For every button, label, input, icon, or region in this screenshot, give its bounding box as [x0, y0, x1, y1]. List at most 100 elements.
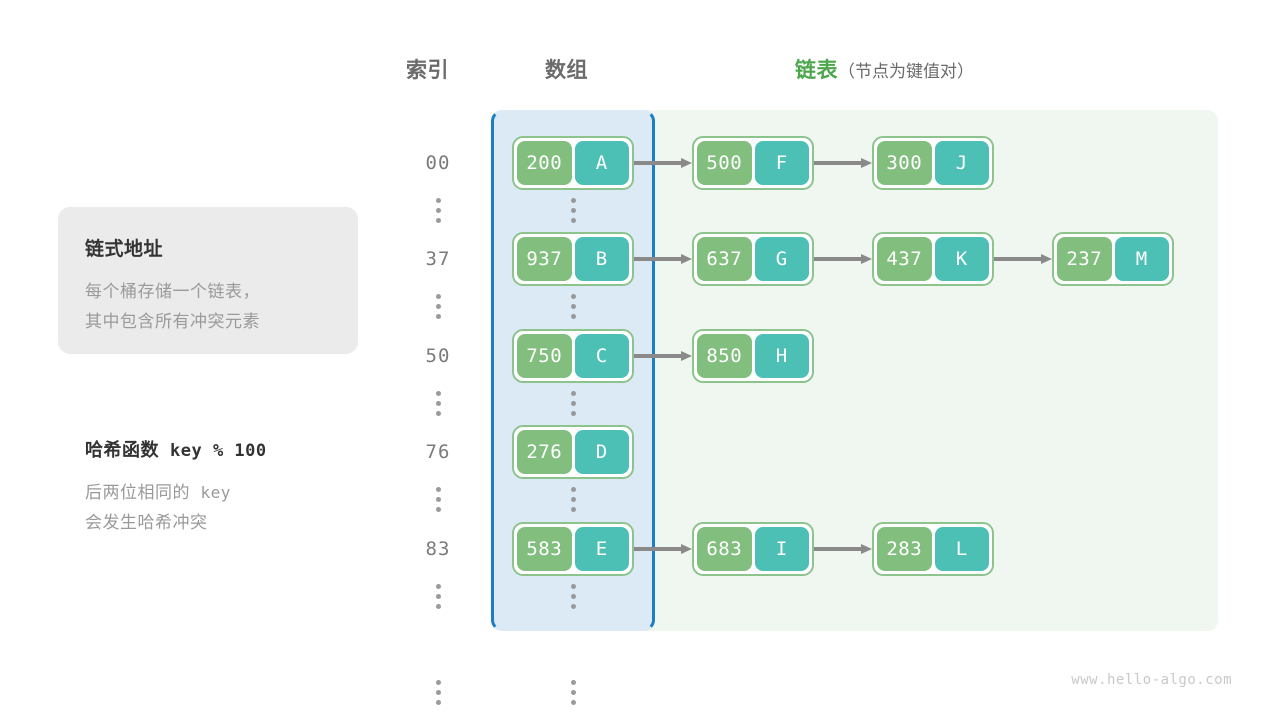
node-value: H: [754, 334, 809, 378]
arrow-shaft: [814, 547, 862, 551]
arrow-head: [861, 254, 872, 264]
dot: [435, 314, 441, 319]
next-pointer-arrow: [634, 158, 692, 168]
header-linked-list: 链表（节点为键值对）: [795, 54, 974, 84]
node-value: E: [574, 527, 629, 571]
hash-note-line-1-text: 后两位相同的: [85, 483, 190, 502]
node-key: 583: [517, 527, 572, 571]
node-key: 237: [1057, 237, 1112, 281]
node-key: 283: [877, 527, 932, 571]
array-ellipsis: [563, 487, 583, 512]
next-pointer-arrow: [634, 351, 692, 361]
dot: [435, 411, 441, 416]
dot: [435, 401, 441, 406]
dot: [570, 198, 576, 203]
dot: [570, 680, 576, 685]
bucket-index-label: 37: [425, 248, 451, 270]
dot: [570, 314, 576, 319]
index-ellipsis: [428, 680, 448, 705]
arrow-head: [681, 254, 692, 264]
dot: [570, 304, 576, 309]
node-value: F: [754, 141, 809, 185]
arrow-shaft: [814, 257, 862, 261]
node-value: G: [754, 237, 809, 281]
bucket-index-label: 50: [425, 345, 451, 367]
hash-note-line-1: 后两位相同的 key: [85, 478, 231, 508]
dot: [570, 604, 576, 609]
dot: [435, 497, 441, 502]
dot: [570, 208, 576, 213]
node-key: 750: [517, 334, 572, 378]
index-ellipsis: [428, 391, 448, 416]
node-value: M: [1114, 237, 1169, 281]
hash-note-line-1-key: key: [200, 483, 231, 502]
dot: [435, 680, 441, 685]
arrow-head: [681, 158, 692, 168]
hash-function-label: 哈希函数: [85, 440, 159, 460]
node-key: 276: [517, 430, 572, 474]
arrow-shaft: [994, 257, 1042, 261]
hash-note-line-2: 会发生哈希冲突: [85, 513, 208, 532]
hash-function-title: 哈希函数 key % 100: [85, 436, 267, 462]
header-linked-list-main: 链表: [795, 59, 838, 82]
index-ellipsis: [428, 487, 448, 512]
array-ellipsis: [563, 680, 583, 705]
node-value: K: [934, 237, 989, 281]
dot: [435, 294, 441, 299]
node-value: A: [574, 141, 629, 185]
node-key: 683: [697, 527, 752, 571]
bucket-index-label: 83: [425, 538, 451, 560]
next-pointer-arrow: [634, 544, 692, 554]
dot: [435, 700, 441, 705]
index-ellipsis: [428, 584, 448, 609]
dot: [435, 208, 441, 213]
node-value: L: [934, 527, 989, 571]
arrow-shaft: [634, 257, 682, 261]
next-pointer-arrow: [814, 544, 872, 554]
dot: [570, 507, 576, 512]
dot: [570, 594, 576, 599]
dot: [435, 690, 441, 695]
arrow-head: [861, 158, 872, 168]
dot: [435, 584, 441, 589]
dot: [570, 700, 576, 705]
info-card-title: 链式地址: [85, 239, 164, 260]
header-linked-list-sub: （节点为键值对）: [838, 62, 974, 81]
node-key: 300: [877, 141, 932, 185]
dot: [435, 304, 441, 309]
node-key: 500: [697, 141, 752, 185]
arrow-shaft: [814, 161, 862, 165]
info-card-line-1: 每个桶存储一个链表，: [85, 282, 260, 301]
header-array: 数组: [545, 59, 588, 82]
dot: [570, 294, 576, 299]
next-pointer-arrow: [814, 158, 872, 168]
dot: [570, 401, 576, 406]
dot: [570, 487, 576, 492]
arrow-shaft: [634, 547, 682, 551]
node-value: C: [574, 334, 629, 378]
dot: [435, 198, 441, 203]
dot: [435, 218, 441, 223]
node-key: 850: [697, 334, 752, 378]
array-ellipsis: [563, 584, 583, 609]
dot: [570, 391, 576, 396]
hash-function-expression: key % 100: [170, 441, 267, 461]
header-index: 索引: [406, 59, 449, 82]
node-key: 637: [697, 237, 752, 281]
next-pointer-arrow: [814, 254, 872, 264]
arrow-head: [861, 544, 872, 554]
node-key: 200: [517, 141, 572, 185]
hash-function-body: 后两位相同的 key 会发生哈希冲突: [85, 478, 231, 538]
node-value: I: [754, 527, 809, 571]
arrow-head: [681, 544, 692, 554]
